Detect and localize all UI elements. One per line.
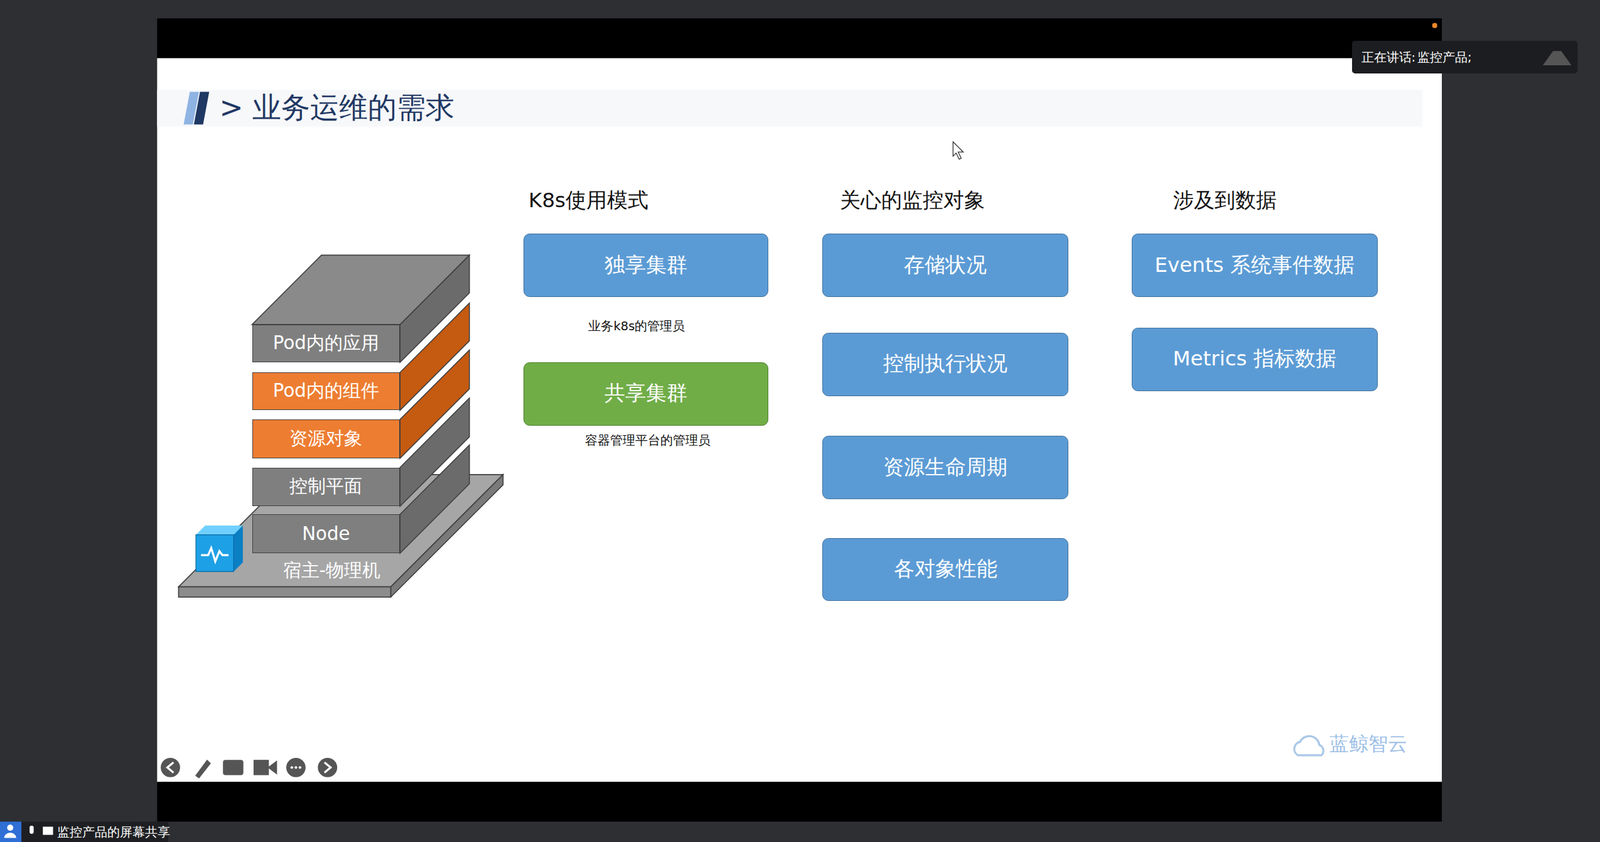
data-type-box: Metrics 指标数据 xyxy=(1131,327,1378,392)
logo-bar xyxy=(193,91,210,125)
mouse-cursor xyxy=(952,141,963,160)
stack-layer: 控制平面 xyxy=(252,467,401,507)
box-text: 控制平面 xyxy=(289,473,363,500)
note: 业务k8s的管理员 xyxy=(588,316,685,334)
user-icon xyxy=(4,832,17,838)
status-dot xyxy=(1432,23,1438,29)
box-text: Pod内的应用 xyxy=(273,330,380,356)
column-header: K8s使用模式 xyxy=(528,187,649,215)
box-text: Events 系统事件数据 xyxy=(1154,251,1355,280)
monitor-object-box: 各对象性能 xyxy=(822,537,1069,602)
user-icon xyxy=(6,824,14,831)
box-text: 控制执行状况 xyxy=(883,350,1008,378)
brand-logo-text: 蓝鲸智云 xyxy=(1329,730,1408,758)
stack-layer: 资源对象 xyxy=(252,419,401,459)
speaker-icon xyxy=(1542,50,1572,66)
slide-ground xyxy=(156,58,1442,783)
box-text: Metrics 指标数据 xyxy=(1173,345,1337,373)
stack-layer: Node xyxy=(252,514,401,554)
black-bar xyxy=(156,781,1442,822)
user-icon-bg xyxy=(0,821,22,842)
screen-icon xyxy=(42,826,53,835)
box-text: 资源对象 xyxy=(289,426,363,452)
box-text: Pod内的组件 xyxy=(273,378,380,404)
black-bar xyxy=(156,18,1442,60)
slide-title: > 业务运维的需求 xyxy=(219,88,456,128)
box-text: 各对象性能 xyxy=(893,555,998,584)
box-text: Node xyxy=(301,522,350,545)
brand-cloud-icon xyxy=(1294,735,1324,756)
column-header: 关心的监控对象 xyxy=(839,187,985,215)
speaker-name: 监控产品; xyxy=(1417,48,1472,66)
column-header: 涉及到数据 xyxy=(1173,187,1277,215)
mode-box: 独享集群 xyxy=(523,233,769,297)
monitor-cube-icon xyxy=(195,525,243,572)
stack-layer: Pod内的组件 xyxy=(252,372,401,410)
share-status: 监控产品的屏幕共享 xyxy=(57,822,171,840)
mic-icon xyxy=(29,825,34,834)
stack-layer: Pod内的应用 xyxy=(252,324,401,363)
monitor-object-box: 资源生命周期 xyxy=(822,435,1069,500)
box-text: 宿主-物理机 xyxy=(283,558,382,584)
monitor-object-box: 控制执行状况 xyxy=(822,332,1069,397)
mode-box: 共享集群 xyxy=(523,362,769,426)
speaker-label: 正在讲话: xyxy=(1361,48,1417,66)
speaker-overlay xyxy=(1352,40,1578,74)
monitor-object-box: 存储状况 xyxy=(822,233,1069,297)
box-text: 共享集群 xyxy=(604,379,688,408)
box-text: 存储状况 xyxy=(903,251,987,280)
data-type-box: Events 系统事件数据 xyxy=(1131,233,1378,297)
platform-label-area: 宿主-物理机 xyxy=(254,557,409,584)
box-text: 资源生命周期 xyxy=(883,453,1008,482)
note: 容器管理平台的管理员 xyxy=(585,431,711,449)
slide-toolbar xyxy=(161,758,338,778)
box-text: 独享集群 xyxy=(604,251,688,280)
stack-sides xyxy=(252,254,470,554)
